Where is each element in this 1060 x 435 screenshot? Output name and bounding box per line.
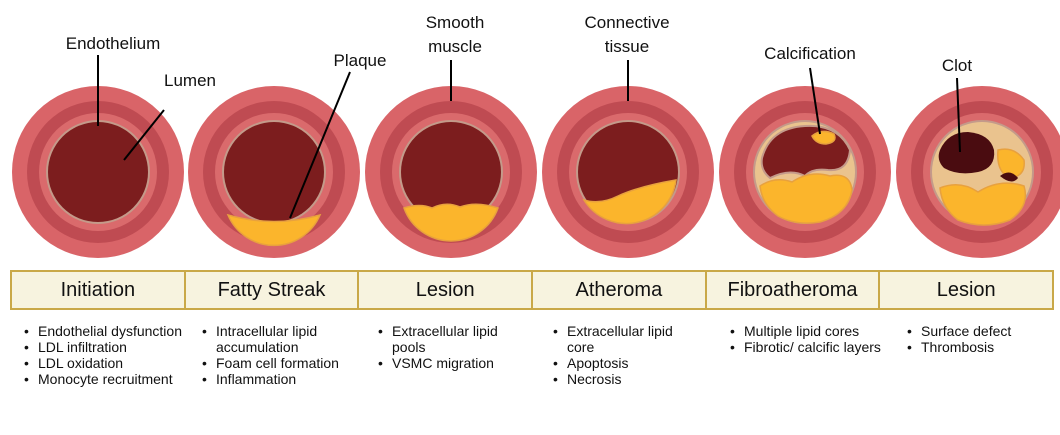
- bullets-initiation: Endothelial dysfunction LDL infiltration…: [22, 323, 182, 387]
- label-lumen: Lumen: [150, 70, 230, 91]
- list-item: Extracellular lipid core: [551, 323, 701, 355]
- label-connective-tissue-line2: tissue: [572, 36, 682, 57]
- stage-initiation: Initiation: [10, 272, 186, 308]
- list-item: Foam cell formation: [200, 355, 350, 371]
- label-plaque: Plaque: [320, 50, 400, 71]
- artery-fibroatheroma: [719, 86, 891, 258]
- stage-fibroatheroma: Fibroatheroma: [707, 272, 881, 308]
- stage-bar: Initiation Fatty Streak Lesion Atheroma …: [10, 270, 1054, 310]
- stage-fatty-streak: Fatty Streak: [186, 272, 360, 308]
- list-item: LDL oxidation: [22, 355, 182, 371]
- label-connective-tissue-line1: Connective: [572, 12, 682, 33]
- bullets-lesion-thrombosis: Surface defect Thrombosis: [905, 323, 1055, 355]
- list-item: Intracellular lipid accumulation: [200, 323, 350, 355]
- label-smooth-muscle-line1: Smooth: [410, 12, 500, 33]
- list-item: Thrombosis: [905, 339, 1055, 355]
- stage-lesion: Lesion: [359, 272, 533, 308]
- list-item: Inflammation: [200, 371, 350, 387]
- label-calcification: Calcification: [752, 43, 868, 64]
- list-item: Extracellular lipid pools: [376, 323, 526, 355]
- list-item: Surface defect: [905, 323, 1055, 339]
- stage-atheroma: Atheroma: [533, 272, 707, 308]
- bullets-fatty-streak: Intracellular lipid accumulation Foam ce…: [200, 323, 350, 387]
- list-item: Fibrotic/ calcific layers: [728, 339, 883, 355]
- stage-lesion-thrombosis: Lesion: [880, 272, 1054, 308]
- artery-clot-lesion: [896, 86, 1060, 258]
- artery-atheroma: [542, 86, 714, 258]
- list-item: Necrosis: [551, 371, 701, 387]
- label-endothelium: Endothelium: [58, 33, 168, 54]
- bullets-lesion: Extracellular lipid pools VSMC migration: [376, 323, 526, 371]
- artery-lesion: [365, 86, 537, 258]
- list-item: Apoptosis: [551, 355, 701, 371]
- label-smooth-muscle-line2: muscle: [410, 36, 500, 57]
- list-item: Multiple lipid cores: [728, 323, 883, 339]
- bullets-fibroatheroma: Multiple lipid cores Fibrotic/ calcific …: [728, 323, 883, 355]
- list-item: Monocyte recruitment: [22, 371, 182, 387]
- list-item: VSMC migration: [376, 355, 526, 371]
- bullets-atheroma: Extracellular lipid core Apoptosis Necro…: [551, 323, 701, 387]
- list-item: LDL infiltration: [22, 339, 182, 355]
- list-item: Endothelial dysfunction: [22, 323, 182, 339]
- label-clot: Clot: [927, 55, 987, 76]
